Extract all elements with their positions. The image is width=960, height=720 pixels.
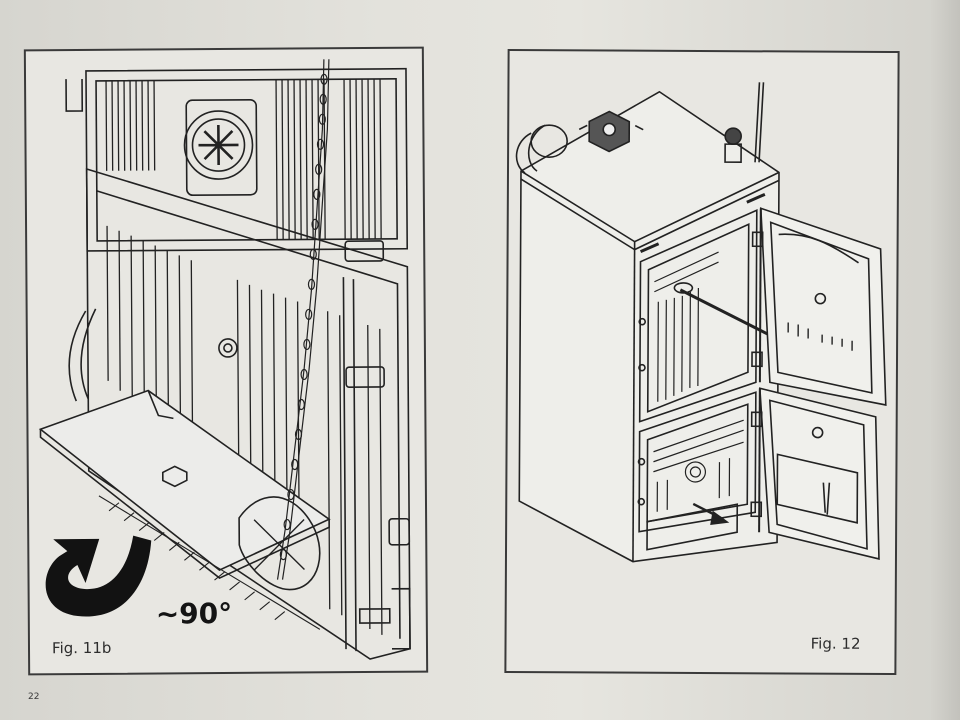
figure-12-frame: Fig. 12 — [504, 48, 900, 676]
figure-12-caption: Fig. 12 — [810, 634, 861, 653]
direction-arrow-icon — [692, 502, 730, 525]
rotation-angle-label: ~90° — [155, 596, 233, 631]
stove-open-illustration — [515, 82, 887, 563]
figure-11b-caption: Fig. 11b — [51, 638, 112, 658]
page-number: 22 — [28, 692, 40, 702]
figure-11b-frame: ~90° Fig. 11b — [23, 46, 429, 676]
stove-door-illustration — [38, 59, 411, 660]
page-edge-shadow — [930, 0, 960, 720]
rotate-arrow-icon — [45, 535, 152, 617]
